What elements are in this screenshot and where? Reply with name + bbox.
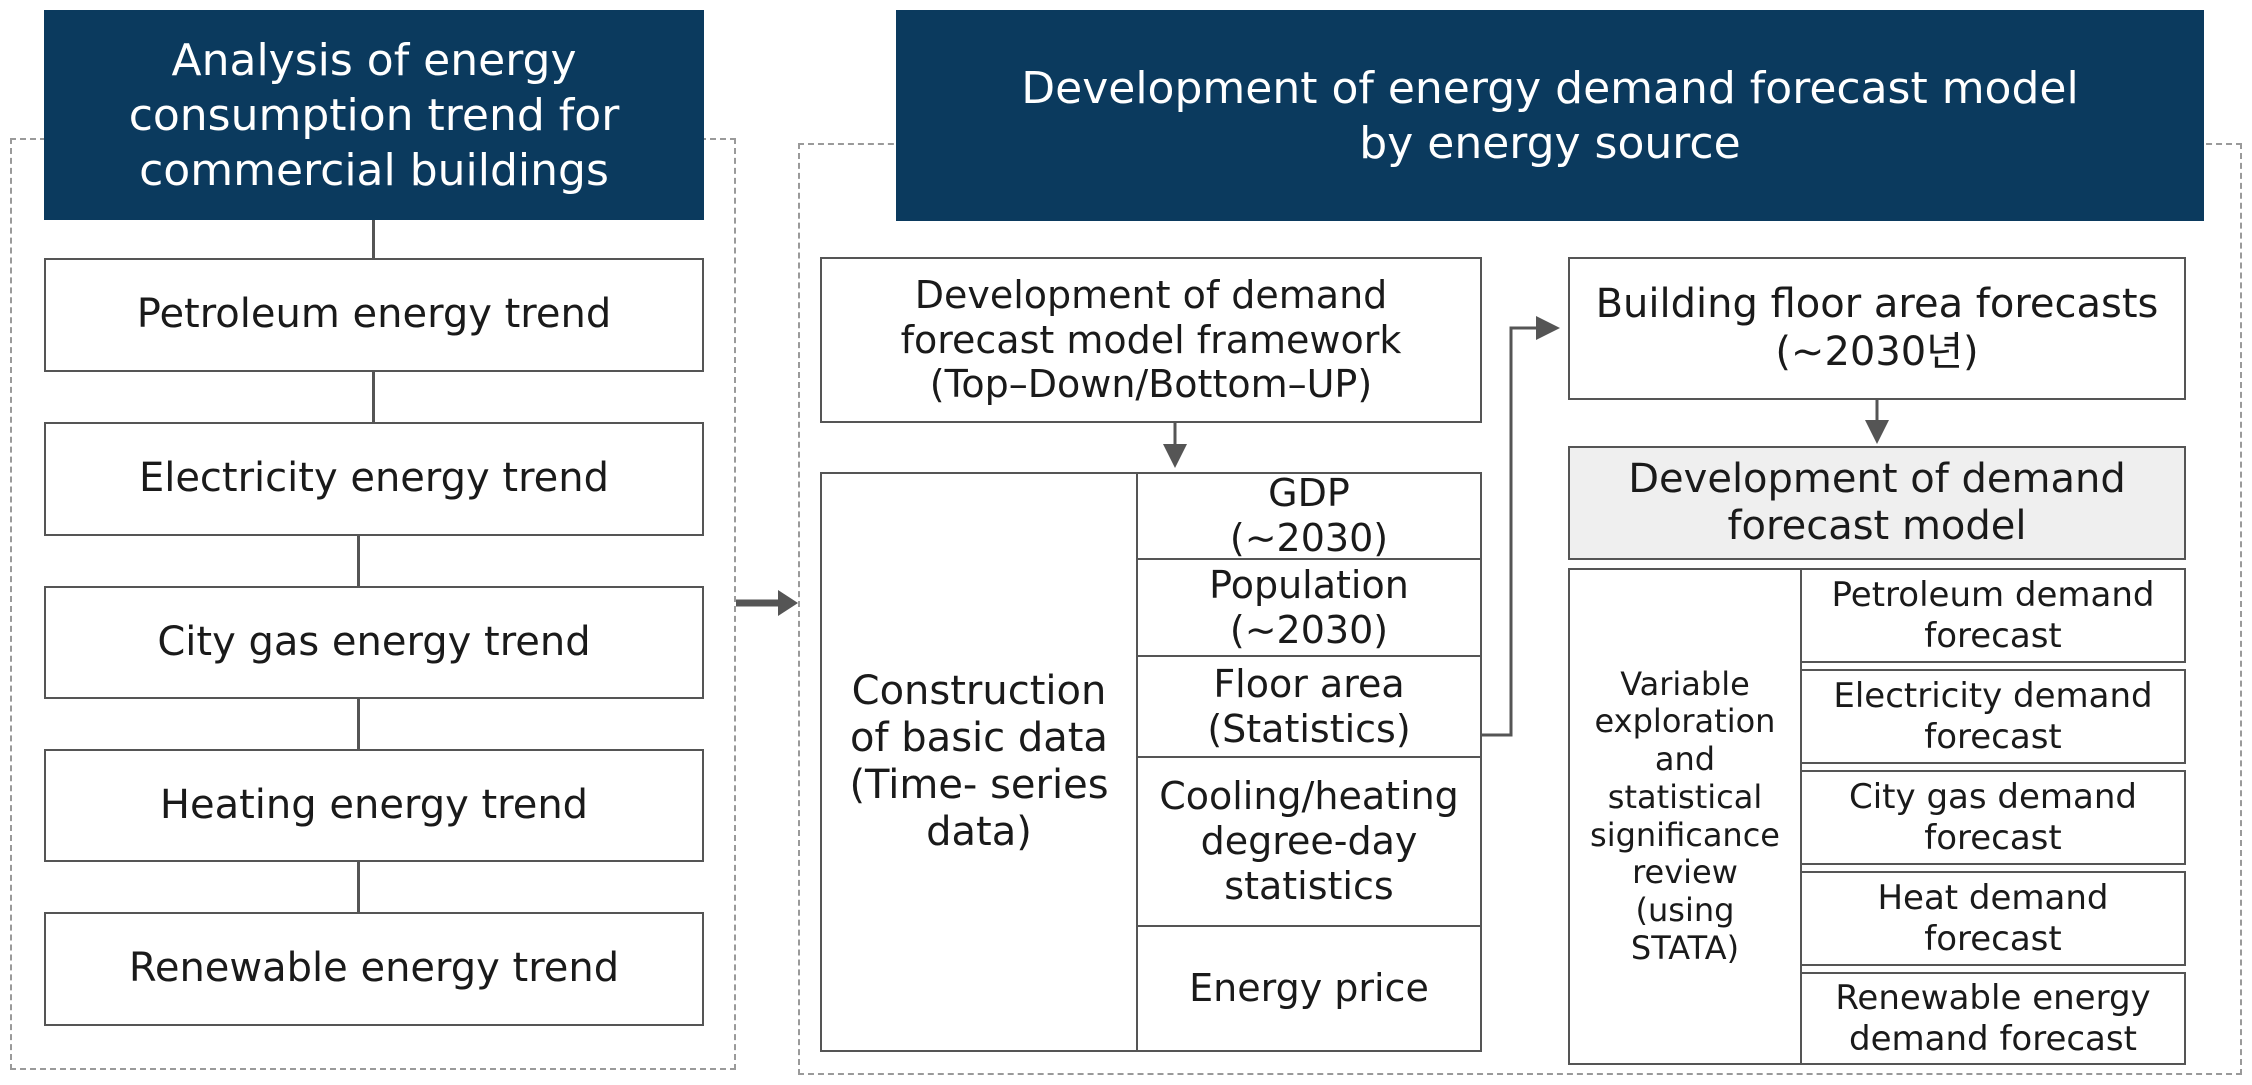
data-item-floor-area: Floor area (Statistics) bbox=[1136, 655, 1482, 758]
connector-left-2 bbox=[372, 372, 375, 422]
data-item-text: Cooling/heating degree-day statistics bbox=[1159, 774, 1459, 908]
left-header-text: Analysis of energy consumption trend for… bbox=[128, 34, 620, 196]
trend-box-petroleum: Petroleum energy trend bbox=[44, 258, 704, 372]
forecast-text: City gas demand forecast bbox=[1849, 777, 2137, 858]
right-header-text: Development of energy demand forecast mo… bbox=[1021, 62, 2079, 169]
trend-label: City gas energy trend bbox=[157, 618, 591, 665]
connector-left-1 bbox=[372, 220, 375, 258]
forecast-city-gas: City gas demand forecast bbox=[1800, 770, 2186, 865]
right-header: Development of energy demand forecast mo… bbox=[896, 10, 2204, 221]
model-text: Development of demand forecast model bbox=[1628, 455, 2126, 549]
group-arrow-head bbox=[778, 590, 798, 616]
trend-label: Petroleum energy trend bbox=[136, 291, 612, 338]
data-item-text: GDP (∼2030) bbox=[1229, 471, 1389, 560]
model-box: Development of demand forecast model bbox=[1568, 446, 2186, 560]
left-header: Analysis of energy consumption trend for… bbox=[44, 10, 704, 220]
trend-box-heating: Heating energy trend bbox=[44, 749, 704, 862]
data-item-degree-day: Cooling/heating degree-day statistics bbox=[1136, 756, 1482, 927]
variable-exploration-box: Variable exploration and statistical sig… bbox=[1568, 568, 1802, 1065]
connector-left-4 bbox=[357, 699, 360, 749]
basic-data-text: Construction of basic data (Time- series… bbox=[849, 667, 1109, 856]
trend-label: Heating energy trend bbox=[159, 781, 589, 828]
forecast-renewable: Renewable energy demand forecast bbox=[1800, 972, 2186, 1065]
trend-box-electricity: Electricity energy trend bbox=[44, 422, 704, 536]
data-item-text: Energy price bbox=[1189, 966, 1429, 1011]
data-item-text: Floor area (Statistics) bbox=[1207, 661, 1411, 751]
forecast-electricity: Electricity demand forecast bbox=[1800, 669, 2186, 764]
trend-box-city-gas: City gas energy trend bbox=[44, 586, 704, 699]
basic-data-box: Construction of basic data (Time- series… bbox=[820, 472, 1138, 1052]
forecast-heat: Heat demand forecast bbox=[1800, 871, 2186, 966]
forecast-text: Renewable energy demand forecast bbox=[1835, 978, 2151, 1059]
connector-left-3 bbox=[357, 536, 360, 586]
forecast-text: Petroleum demand forecast bbox=[1831, 575, 2155, 656]
forecast-text: Electricity demand forecast bbox=[1833, 676, 2153, 757]
data-item-gdp: GDP (∼2030) bbox=[1136, 471, 1482, 560]
trend-label: Renewable energy trend bbox=[128, 945, 620, 992]
trend-box-renewable: Renewable energy trend bbox=[44, 912, 704, 1026]
data-item-population: Population (∼2030) bbox=[1136, 558, 1482, 657]
framework-box: Development of demand forecast model fra… bbox=[820, 257, 1482, 423]
data-item-energy-price: Energy price bbox=[1136, 925, 1482, 1052]
forecast-petroleum: Petroleum demand forecast bbox=[1800, 568, 2186, 663]
trend-label: Electricity energy trend bbox=[138, 455, 610, 502]
forecast-text: Heat demand forecast bbox=[1877, 878, 2109, 959]
floor-forecast-text: Building floor area forecasts (∼2030년) bbox=[1595, 281, 2159, 375]
variable-exploration-text: Variable exploration and statistical sig… bbox=[1590, 664, 1780, 967]
floor-forecast-box: Building floor area forecasts (∼2030년) bbox=[1568, 257, 2186, 400]
framework-text: Development of demand forecast model fra… bbox=[900, 272, 1402, 407]
connector-left-5 bbox=[357, 862, 360, 912]
data-item-text: Population (∼2030) bbox=[1209, 562, 1409, 652]
